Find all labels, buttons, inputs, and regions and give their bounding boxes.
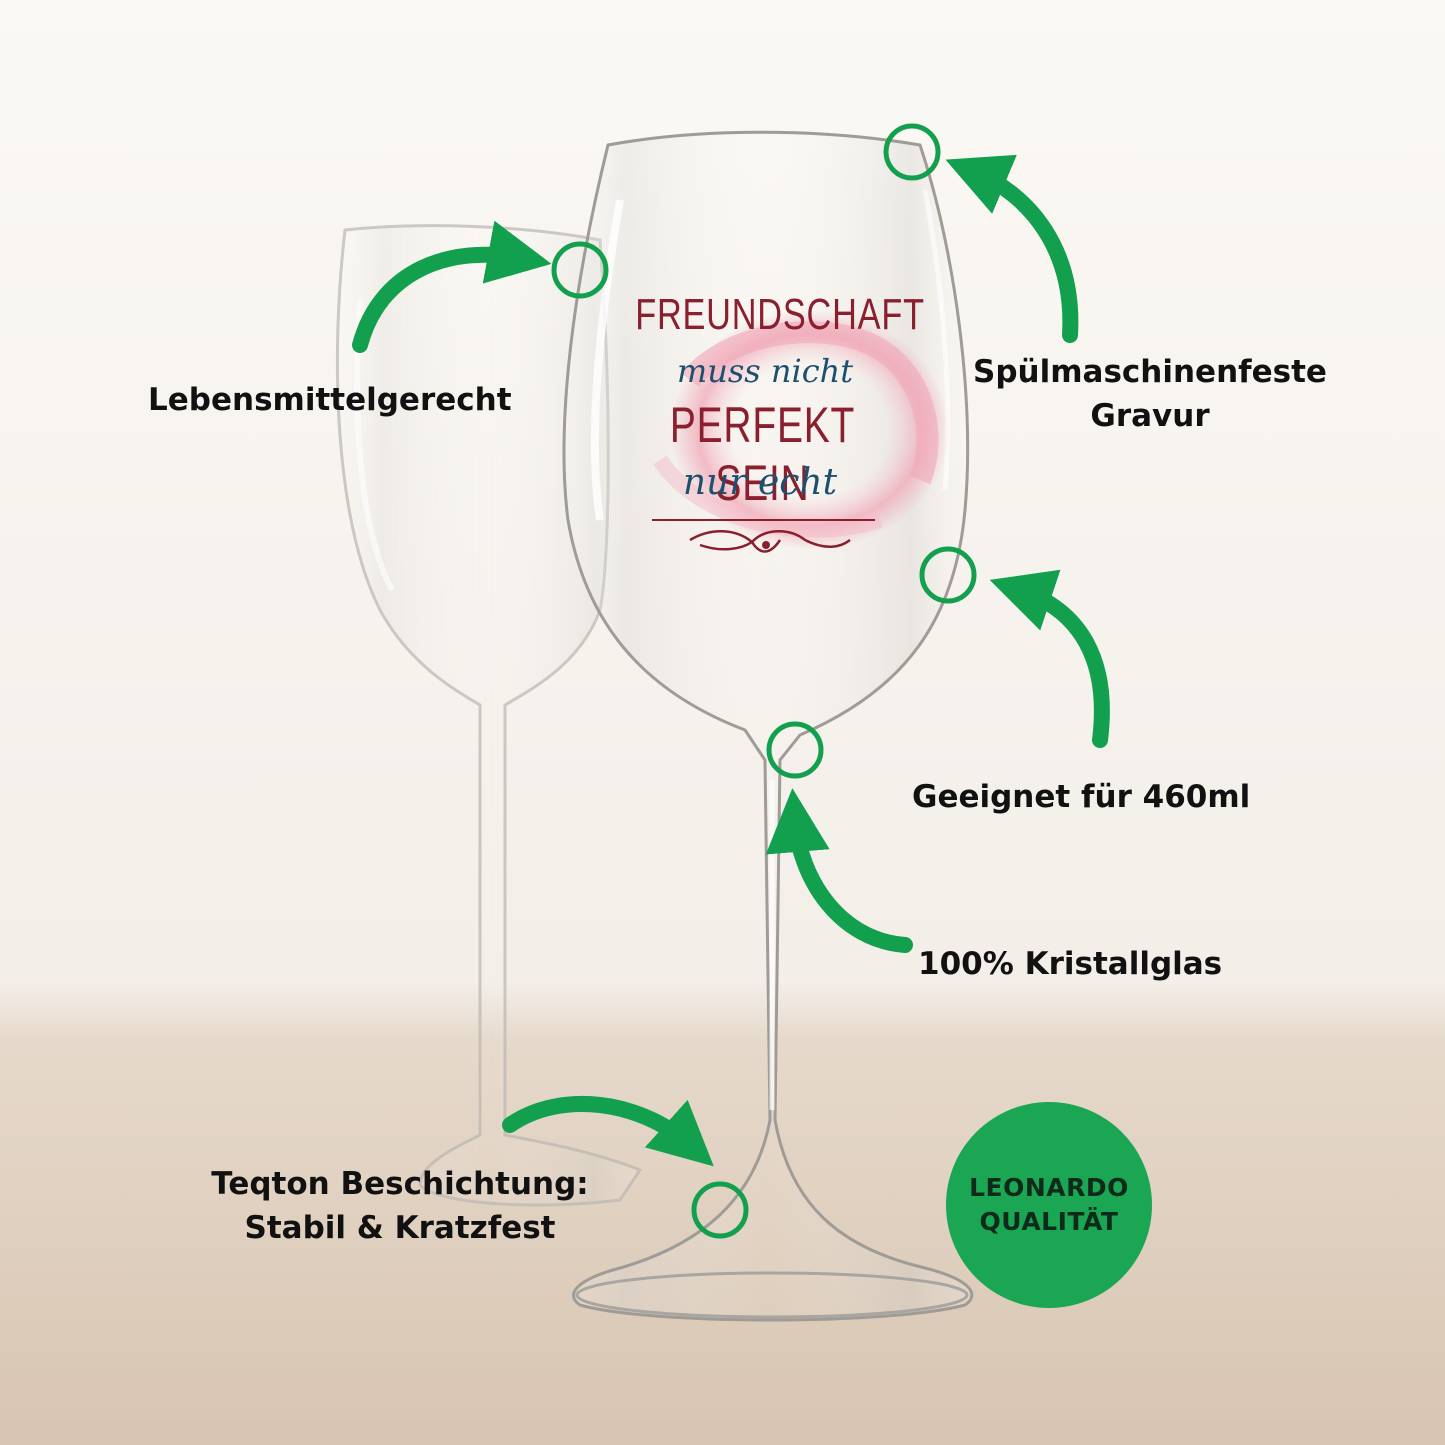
glass-print-line-2: muss nicht: [676, 352, 854, 390]
ring-marker-icon: [551, 123, 977, 1239]
callout-dishwasher: Spülmaschinenfeste Gravur: [955, 350, 1345, 438]
callout-capacity: Geeignet für 460ml: [912, 779, 1251, 815]
callout-food-safe: Lebensmittelgerecht: [148, 382, 512, 418]
quality-badge: LEONARDO QUALITÄT: [946, 1102, 1152, 1308]
arrow-icon: [352, 154, 1110, 1167]
print-ornament: [652, 519, 875, 553]
print-swirl: [653, 310, 950, 550]
glass-print-line-3: PERFEKT SEIN: [669, 397, 856, 511]
glass-print-line-4: nur echt: [682, 462, 838, 503]
callout-dishwasher-line-2: Gravur: [1090, 398, 1210, 434]
callout-crystal: 100% Kristallglas: [918, 946, 1223, 982]
badge-line-1: LEONARDO: [969, 1173, 1129, 1202]
callout-coating-line-2: Stabil & Kratzfest: [244, 1210, 556, 1246]
callout-coating: Teqton Beschichtung: Stabil & Kratzfest: [190, 1162, 610, 1250]
callout-dishwasher-line-1: Spülmaschinenfeste: [973, 354, 1327, 390]
callout-coating-line-1: Teqton Beschichtung:: [211, 1166, 589, 1202]
badge-circle: [946, 1102, 1152, 1308]
glass-print-line-1: FREUNDSCHAFT: [635, 290, 925, 339]
badge-line-2: QUALITÄT: [979, 1207, 1119, 1236]
